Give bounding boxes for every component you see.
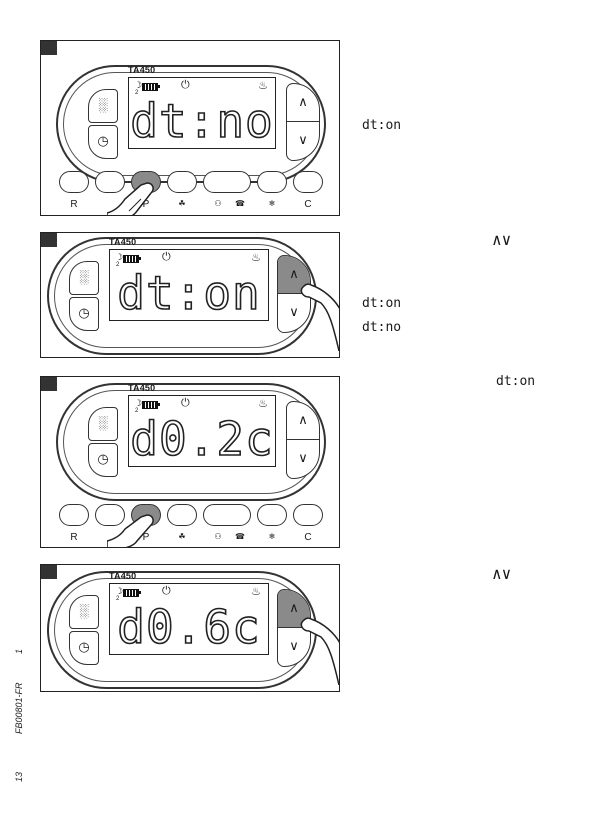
heat-mode-button[interactable]: ░ — [69, 595, 99, 629]
step-marker — [41, 377, 57, 391]
timer-mode-button[interactable]: ◷ — [69, 297, 99, 331]
step-panel-2: TA450 ░ ◷ ☽ 2 ⏻ ♨ dt:on ∧ ∨ — [40, 232, 340, 358]
timer-mode-button[interactable]: ◷ — [69, 631, 99, 665]
margin-number: 1 — [14, 649, 24, 654]
note-dt-no: dt:no — [362, 320, 401, 335]
flame-icon: ♨ — [251, 585, 261, 598]
heat-mode-button[interactable]: ░ — [88, 89, 118, 123]
moon-icon: ☽ — [115, 587, 123, 596]
step-marker — [41, 233, 57, 247]
model-label: TA450 — [128, 383, 155, 393]
step-panel-1: TA450 ░ ◷ ☽ 2 ⏻ ♨ dt:no ∧ ∨ R P ☘ ⚇ ☎ ❄ … — [40, 40, 340, 216]
key-5[interactable] — [203, 171, 251, 193]
lcd-screen: ☽ 2 ⏻ ♨ d0.6c — [109, 583, 269, 655]
note-dt-on-2: dt:on — [362, 296, 401, 311]
thermostat: TA450 ░ ◷ ☽ 2 ⏻ ♨ dt:on ∧ ∨ — [47, 237, 317, 355]
moon-icon: ☽ — [134, 81, 142, 90]
heat-mode-button[interactable]: ░ — [69, 261, 99, 295]
step-marker — [41, 565, 57, 579]
battery-icon — [123, 255, 139, 263]
battery-icon — [142, 401, 158, 409]
key-5[interactable] — [203, 504, 251, 526]
up-arrow-button[interactable]: ∧ — [287, 402, 319, 440]
battery-icon — [142, 83, 158, 91]
key-6[interactable] — [257, 504, 287, 526]
key-6[interactable] — [257, 171, 287, 193]
model-label: TA450 — [109, 571, 136, 581]
lcd-readout: dt:on — [110, 268, 268, 318]
step-panel-4: TA450 ░ ◷ ☽ 2 ⏻ ♨ d0.6c ∧ ∨ — [40, 564, 340, 692]
down-arrow-button[interactable]: ∨ — [287, 122, 319, 160]
key-4[interactable] — [167, 504, 197, 526]
thermostat: TA450 ░ ◷ ☽ 2 ⏻ ♨ d0.2c ∧ ∨ — [56, 383, 326, 501]
key-4[interactable] — [167, 171, 197, 193]
arrow-buttons: ∧ ∨ — [286, 401, 320, 479]
down-arrow-button[interactable]: ∨ — [287, 440, 319, 478]
label-c: C — [293, 532, 323, 543]
timer-mode-button[interactable]: ◷ — [88, 125, 118, 159]
moon-icon: ☽ — [134, 399, 142, 408]
power-icon: ⏻ — [181, 397, 190, 410]
note-arrows-2: ∧∨ — [492, 564, 511, 583]
up-arrow-button[interactable]: ∧ — [287, 84, 319, 122]
phone-icon: ☎ — [225, 532, 255, 541]
thermostat: TA450 ░ ◷ ☽ 2 ⏻ ♨ d0.6c ∧ ∨ — [47, 571, 317, 689]
document-code: FB00801-FR — [14, 682, 24, 734]
note-dt-on-3: dt:on — [496, 374, 535, 389]
flame-icon: ♨ — [258, 79, 268, 92]
power-icon: ⏻ — [162, 251, 171, 264]
finger-icon — [299, 615, 340, 685]
step-marker — [41, 41, 57, 55]
note-arrows-1: ∧∨ — [492, 230, 511, 249]
flame-icon: ♨ — [251, 251, 261, 264]
lcd-readout: d0.6c — [110, 602, 268, 652]
key-r[interactable] — [59, 504, 89, 526]
thermo-icon: ❄ — [257, 199, 287, 208]
power-icon: ⏻ — [181, 79, 190, 92]
power-icon: ⏻ — [162, 585, 171, 598]
thermostat: TA450 ░ ◷ ☽ 2 ⏻ ♨ dt:no ∧ ∨ — [56, 65, 326, 183]
label-r: R — [59, 199, 89, 210]
finger-icon — [107, 513, 163, 548]
arrow-buttons: ∧ ∨ — [286, 83, 320, 161]
lcd-readout: dt:no — [129, 96, 275, 146]
label-c: C — [293, 199, 323, 210]
heat-mode-button[interactable]: ░ — [88, 407, 118, 441]
lcd-screen: ☽ 2 ⏻ ♨ dt:no — [128, 77, 276, 149]
lcd-screen: ☽ 2 ⏻ ♨ dt:on — [109, 249, 269, 321]
fan-icon: ☘ — [167, 199, 197, 208]
flame-icon: ♨ — [258, 397, 268, 410]
finger-icon — [299, 281, 340, 351]
thermo-icon: ❄ — [257, 532, 287, 541]
lcd-screen: ☽ 2 ⏻ ♨ d0.2c — [128, 395, 276, 467]
function-keys: R P ☘ ⚇ ☎ ❄ C — [59, 504, 325, 528]
note-dt-on-1: dt:on — [362, 118, 401, 133]
key-r[interactable] — [59, 171, 89, 193]
moon-icon: ☽ — [115, 253, 123, 262]
function-keys: R P ☘ ⚇ ☎ ❄ C — [59, 171, 325, 195]
step-panel-3: TA450 ░ ◷ ☽ 2 ⏻ ♨ d0.2c ∧ ∨ R P ☘ ⚇ ☎ ❄ … — [40, 376, 340, 548]
model-label: TA450 — [109, 237, 136, 247]
key-c[interactable] — [293, 171, 323, 193]
phone-icon: ☎ — [225, 199, 255, 208]
page-number: 13 — [14, 772, 24, 782]
label-r: R — [59, 532, 89, 543]
finger-icon — [107, 181, 163, 216]
lcd-readout: d0.2c — [129, 414, 275, 464]
battery-icon — [123, 589, 139, 597]
fan-icon: ☘ — [167, 532, 197, 541]
timer-mode-button[interactable]: ◷ — [88, 443, 118, 477]
key-c[interactable] — [293, 504, 323, 526]
model-label: TA450 — [128, 65, 155, 75]
